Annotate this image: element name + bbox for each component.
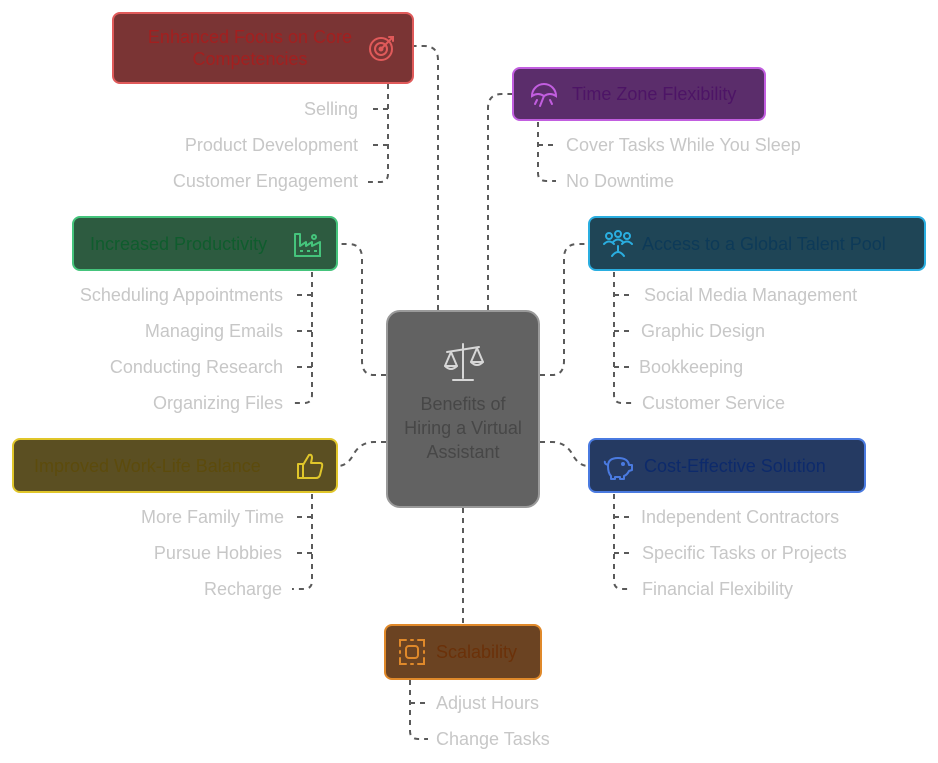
- list-item: Managing Emails: [144, 321, 283, 341]
- branch-title: Cost-Effective Solution: [644, 455, 826, 476]
- list-item: No Downtime: [566, 171, 675, 191]
- branch-increased-productivity[interactable]: Increased Productivity: [72, 216, 338, 271]
- list-item: Customer Service: [642, 393, 786, 413]
- connector-worklife: [337, 441, 386, 467]
- branch-title: Scalability: [436, 642, 518, 662]
- list-item: Product Development: [184, 135, 358, 155]
- list-item: Adjust Hours: [436, 693, 540, 713]
- branch-time-zone[interactable]: Time Zone Flexibility: [512, 67, 766, 121]
- list-item: More Family Time: [140, 507, 284, 527]
- branch-title: Improved Work-Life Balance: [34, 455, 261, 476]
- center-title: Benefits of Hiring a Virtual Assistant: [404, 394, 522, 462]
- umbrella-icon: [528, 78, 560, 110]
- piggy-bank-icon: [602, 450, 634, 482]
- factory-icon: [292, 228, 324, 260]
- list-item: Recharge: [203, 579, 282, 599]
- branch-title: Access to a Global Talent Pool: [642, 233, 886, 254]
- list-item: Conducting Research: [109, 357, 283, 377]
- connector-worklife-list: [292, 494, 313, 590]
- branch-work-life-balance[interactable]: Improved Work-Life Balance: [12, 438, 338, 493]
- branch-cost-effective[interactable]: Cost-Effective Solution: [588, 438, 866, 493]
- connector-productivity-list: [292, 272, 313, 404]
- list-item: Cover Tasks While You Sleep: [566, 135, 801, 155]
- connector-cost: [540, 441, 589, 467]
- list-item: Financial Flexibility: [642, 579, 794, 599]
- list-item: Pursue Hobbies: [153, 543, 282, 563]
- connector-timezone-list: [537, 122, 556, 182]
- list-item: Customer Engagement: [172, 171, 358, 191]
- connector-focus-list: [368, 84, 389, 183]
- connector-timezone: [487, 93, 512, 310]
- balance-scale-icon: [439, 338, 487, 386]
- list-item: Graphic Design: [641, 321, 766, 341]
- branch-scalability[interactable]: Scalability: [384, 624, 542, 680]
- list-item: Social Media Management: [644, 285, 858, 305]
- scale-frame-icon: [396, 636, 428, 668]
- connector-talent-list: [613, 272, 632, 404]
- connector-talent: [540, 243, 588, 376]
- list-item: Specific Tasks or Projects: [642, 543, 847, 563]
- list-item: Organizing Files: [152, 393, 283, 413]
- connector-cost-list: [613, 494, 632, 590]
- list-item: Bookkeeping: [639, 357, 744, 377]
- list-item: Selling: [303, 99, 358, 119]
- center-node[interactable]: Benefits of Hiring a Virtual Assistant: [386, 310, 540, 508]
- connector-productivity: [338, 243, 386, 376]
- branch-title: Increased Productivity: [90, 233, 268, 254]
- branch-global-talent-pool[interactable]: Access to a Global Talent Pool: [588, 216, 926, 271]
- branch-title: Time Zone Flexibility: [572, 84, 737, 104]
- connector-focus: [414, 45, 439, 310]
- branch-enhanced-focus[interactable]: Enhanced Focus on Core Competencies: [112, 12, 414, 84]
- target-icon: [366, 32, 398, 64]
- branch-title: Enhanced Focus on Core Competencies: [147, 27, 353, 69]
- network-people-icon: [602, 228, 634, 260]
- list-item: Independent Contractors: [641, 507, 840, 527]
- connector-scalability-list: [409, 680, 428, 740]
- list-item: Scheduling Appointments: [79, 285, 283, 305]
- thumbs-up-icon: [294, 450, 326, 482]
- list-item: Change Tasks: [436, 729, 550, 749]
